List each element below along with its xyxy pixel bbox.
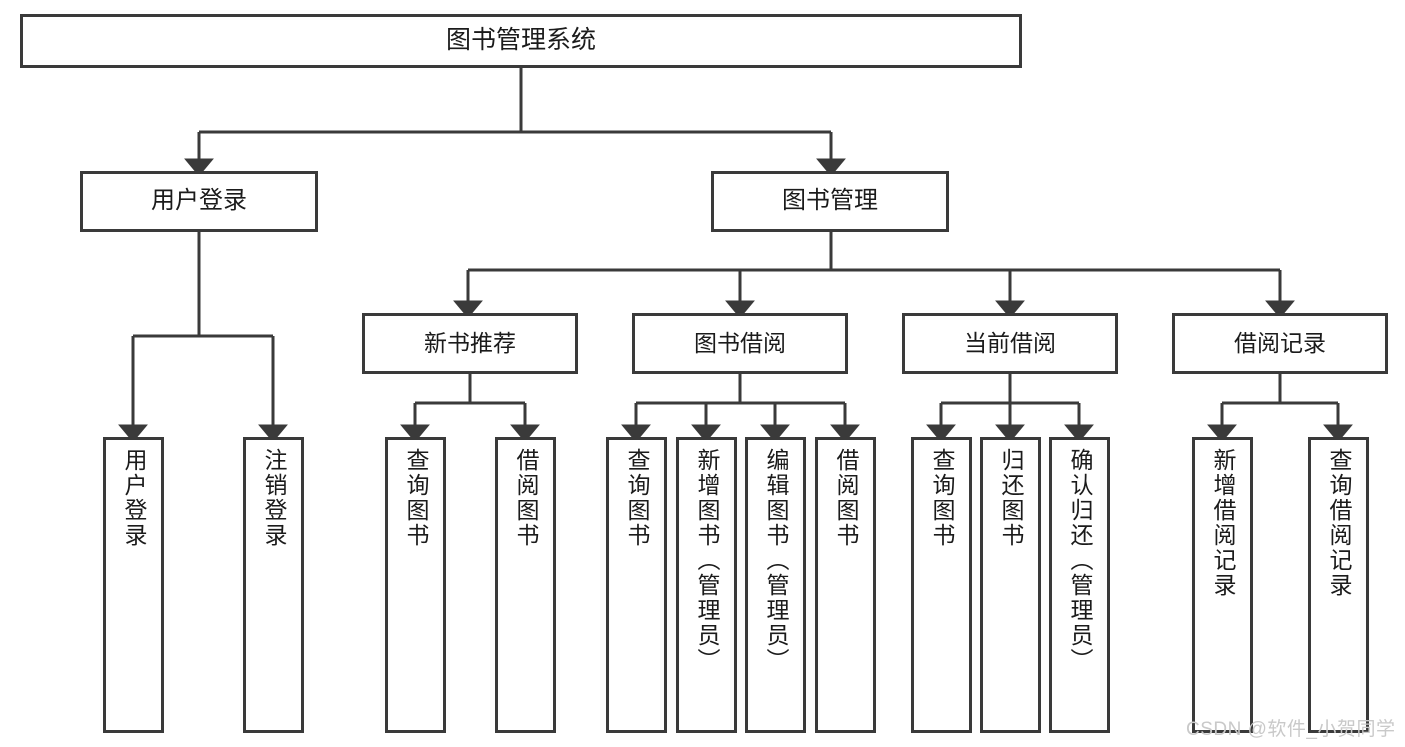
leaf-borrow-query-book[interactable]: 查询图书 [606, 437, 667, 733]
leaf-user-login-login[interactable]: 用户登录 [103, 437, 164, 733]
node-label: 图书管理系统 [445, 26, 596, 55]
node-label: 确认归还（管理员） [1067, 448, 1093, 673]
leaf-borrow-borrow-book[interactable]: 借阅图书 [815, 437, 876, 733]
node-root-system[interactable]: 图书管理系统 [20, 14, 1022, 68]
leaf-borrow-edit-book-admin[interactable]: 编辑图书（管理员） [745, 437, 806, 733]
node-label: 新增图书（管理员） [694, 448, 720, 673]
node-user-login[interactable]: 用户登录 [80, 171, 318, 232]
node-label: 当前借阅 [964, 329, 1056, 356]
leaf-current-return-book[interactable]: 归还图书 [980, 437, 1041, 733]
node-label: 借阅图书 [833, 448, 859, 548]
node-label: 编辑图书（管理员） [763, 448, 789, 673]
node-label: 图书借阅 [694, 329, 786, 356]
node-label: 图书管理 [782, 187, 878, 215]
leaf-current-query-book[interactable]: 查询图书 [911, 437, 972, 733]
node-label: 查询图书 [403, 448, 429, 548]
leaf-current-confirm-return-admin[interactable]: 确认归还（管理员） [1049, 437, 1110, 733]
node-label: 新增借阅记录 [1210, 448, 1236, 598]
leaf-record-query-record[interactable]: 查询借阅记录 [1308, 437, 1369, 733]
node-label: 用户登录 [121, 448, 147, 548]
node-label: 借阅图书 [513, 448, 539, 548]
node-book-management[interactable]: 图书管理 [711, 171, 949, 232]
node-label: 归还图书 [998, 448, 1024, 548]
node-borrow-record[interactable]: 借阅记录 [1172, 313, 1388, 374]
node-label: 新书推荐 [424, 329, 516, 356]
leaf-record-add-record[interactable]: 新增借阅记录 [1192, 437, 1253, 733]
node-label: 用户登录 [151, 187, 247, 215]
node-label: 注销登录 [261, 448, 287, 548]
node-current-borrow[interactable]: 当前借阅 [902, 313, 1118, 374]
watermark-text: CSDN @软件_小贺同学 [1186, 719, 1396, 740]
node-book-borrow[interactable]: 图书借阅 [632, 313, 848, 374]
node-new-book-recommend[interactable]: 新书推荐 [362, 313, 578, 374]
leaf-recommend-borrow-book[interactable]: 借阅图书 [495, 437, 556, 733]
leaf-recommend-query-book[interactable]: 查询图书 [385, 437, 446, 733]
node-label: 查询图书 [929, 448, 955, 548]
node-label: 查询图书 [624, 448, 650, 548]
leaf-user-login-logout[interactable]: 注销登录 [243, 437, 304, 733]
node-label: 查询借阅记录 [1326, 448, 1352, 598]
leaf-borrow-add-book-admin[interactable]: 新增图书（管理员） [676, 437, 737, 733]
node-label: 借阅记录 [1234, 329, 1326, 356]
